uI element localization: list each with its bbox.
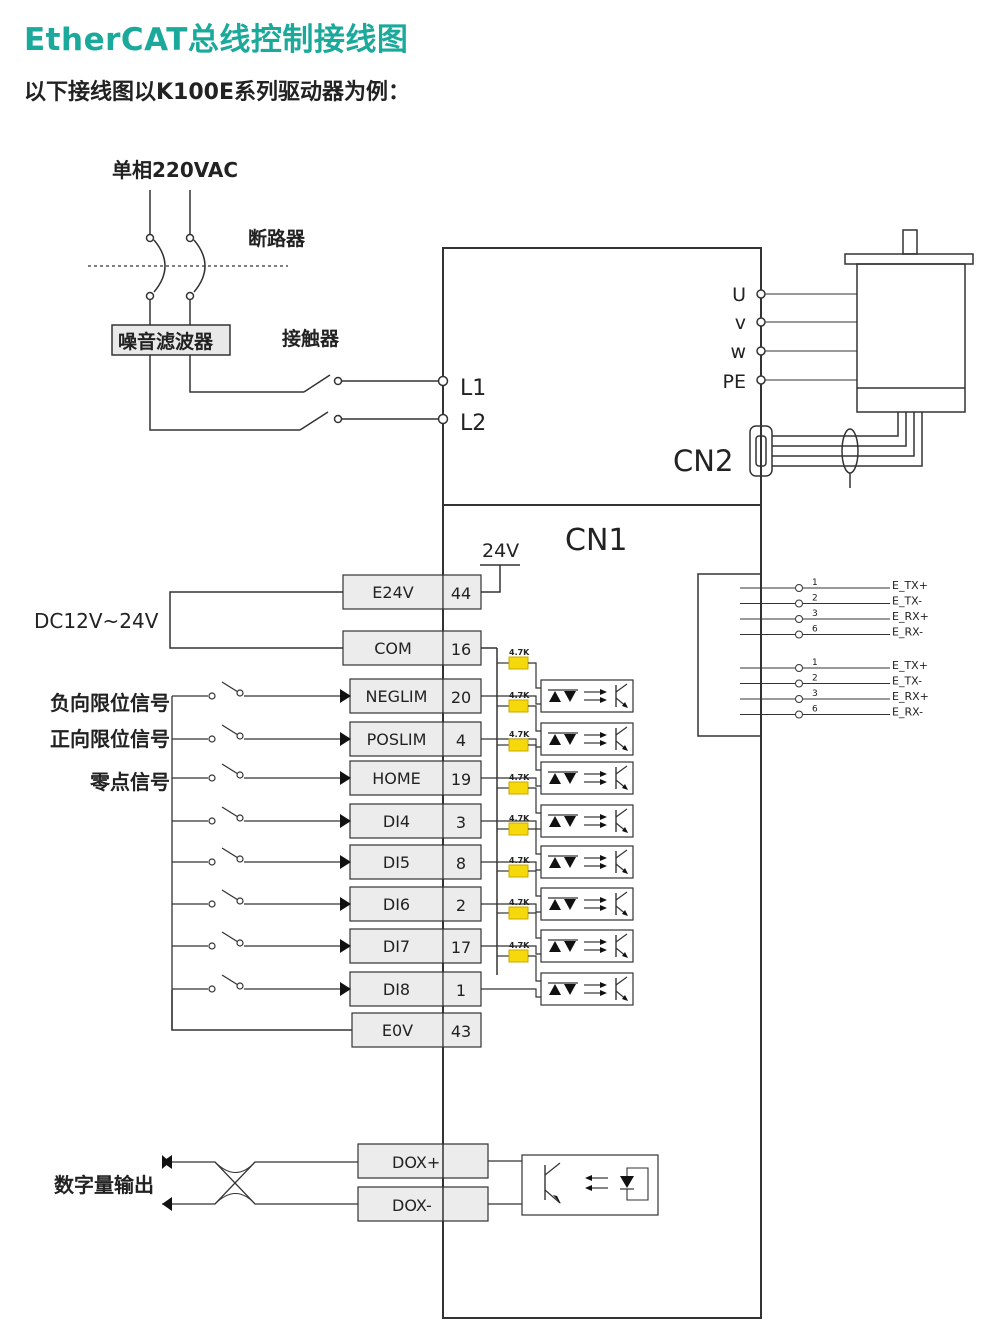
- ethercat-pin-number: 2: [812, 594, 818, 604]
- pin-name: POSLIM: [367, 730, 427, 749]
- resistor-label: 4.7K: [509, 773, 530, 782]
- pin-name: DI8: [383, 980, 410, 999]
- input-circuit-home: 4.7K: [172, 730, 634, 795]
- resistor-label: 4.7K: [509, 691, 530, 700]
- pin-name: DI4: [383, 812, 410, 831]
- pin-number: 4: [456, 731, 466, 750]
- ethercat-signal-label: E_TX+: [892, 659, 928, 672]
- cn1-pin-di8: DI8 1: [349, 971, 482, 1007]
- cn1-pin-com: COM 16: [342, 630, 482, 666]
- home-signal-label: 零点信号: [89, 770, 170, 794]
- ethercat-signal-label: E_RX-: [892, 626, 923, 639]
- ethercat-pin-number: 6: [812, 705, 818, 715]
- resistor-label: 4.7K: [509, 898, 530, 907]
- pin-number: 17: [451, 938, 471, 957]
- cn1-pin-di4: DI4 3: [349, 803, 482, 839]
- input-circuit-di7: 4.7K: [172, 898, 634, 963]
- cn1-pin-e0v: E0V 43: [351, 1012, 482, 1048]
- ethercat-port-box: [697, 573, 762, 737]
- terminal-u-label: U: [732, 284, 746, 306]
- cn1-pin-poslim: POSLIM 4: [349, 721, 482, 757]
- ethercat-signal-label: E_RX+: [892, 610, 929, 623]
- ethercat-signal-label: E_TX+: [892, 579, 928, 592]
- ethercat-pin-number: 1: [812, 658, 818, 668]
- ethercat-pin-number: 3: [812, 689, 818, 699]
- ethercat-port-1: 1 E_TX+ 2 E_TX- 3 E_RX+ 6 E_RX-: [740, 578, 929, 639]
- resistor-label: 4.7K: [509, 941, 530, 950]
- pin-number: 3: [456, 813, 466, 832]
- pin-name: DI7: [383, 937, 410, 956]
- page-subtitle: 以下接线图以K100E系列驱动器为例：: [24, 80, 411, 105]
- pin-number: 44: [451, 584, 471, 603]
- ethercat-port-2: 1 E_TX+ 2 E_TX- 3 E_RX+ 6 E_RX-: [740, 658, 929, 719]
- pin-number: 2: [456, 896, 466, 915]
- input-circuit-di4: 4.7K: [172, 773, 634, 838]
- pin-number: 19: [451, 770, 471, 789]
- cn1-pin-home: HOME 19: [349, 760, 482, 796]
- cn1-pin-e24v: E24V 44: [342, 574, 482, 610]
- pin-name: DI6: [383, 895, 410, 914]
- ethercat-signal-label: E_TX-: [892, 675, 922, 688]
- resistor-label: 4.7K: [509, 856, 530, 865]
- input-circuit-poslim: 4.7K: [172, 691, 634, 756]
- terminal-l2-label: L2: [460, 411, 486, 436]
- pin-name: E24V: [372, 583, 413, 602]
- pin-number: 16: [451, 640, 471, 659]
- contactor-label: 接触器: [282, 327, 340, 350]
- terminal-l1-label: L1: [460, 376, 486, 401]
- input-circuit-neglim: 4.7K: [172, 648, 634, 713]
- cn1-pin-di7: DI7 17: [349, 928, 482, 964]
- terminal-pe-label: PE: [723, 371, 746, 393]
- resistor-label: 4.7K: [509, 814, 530, 823]
- servo-motor: [749, 229, 974, 488]
- dc-voltage-label: DC12V~24V: [34, 609, 159, 633]
- pin-name: DI5: [383, 853, 410, 872]
- pin-name: COM: [374, 639, 412, 658]
- ethercat-pin-number: 1: [812, 578, 818, 588]
- noise-filter-box: [111, 324, 231, 356]
- pin-number: 20: [451, 688, 471, 707]
- digital-output-label: 数字量输出: [54, 1173, 154, 1197]
- page-title: EtherCAT总线控制接线图: [24, 22, 409, 58]
- ethercat-pin-number: 6: [812, 625, 818, 635]
- supply-wiring: [169, 564, 520, 1031]
- positive-limit-signal-label: 正向限位信号: [50, 727, 170, 751]
- cn1-pin-di5: DI5 8: [349, 844, 482, 880]
- ethercat-pin-number: 2: [812, 674, 818, 684]
- filter-label: 噪音滤波器: [118, 330, 214, 353]
- pin-name: NEGLIM: [366, 687, 428, 706]
- ethercat-signal-label: E_TX-: [892, 595, 922, 608]
- input-circuit-di8: 4.7K: [172, 941, 634, 1006]
- resistor-label: 4.7K: [509, 648, 530, 657]
- resistor-label: 4.7K: [509, 730, 530, 739]
- pin-number: 1: [456, 981, 466, 1000]
- power-input-wiring: [88, 190, 440, 431]
- cn2-label: CN2: [673, 444, 733, 478]
- pin-name: HOME: [372, 769, 421, 788]
- terminal-v-label: v: [735, 312, 746, 334]
- input-circuit-di6: 4.7K: [172, 856, 634, 921]
- v24-label: 24V: [482, 540, 519, 562]
- negative-limit-signal-label: 负向限位信号: [50, 691, 170, 715]
- terminal-w-label: w: [730, 341, 746, 363]
- input-circuit-di5: 4.7K: [172, 814, 634, 879]
- supply-label: 单相220VAC: [112, 158, 238, 182]
- ethercat-signal-label: E_RX+: [892, 690, 929, 703]
- cn1-label: CN1: [565, 523, 627, 558]
- cn1-pin-di6: DI6 2: [349, 886, 482, 922]
- ethercat-signal-label: E_RX-: [892, 706, 923, 719]
- pin-name: E0V: [382, 1021, 413, 1040]
- digital-output-circuit: [162, 1143, 659, 1222]
- breaker-label: 断路器: [248, 227, 306, 250]
- cn1-pin-neglim: NEGLIM 20: [349, 678, 482, 714]
- pin-number: 8: [456, 854, 466, 873]
- pin-number: 43: [451, 1022, 471, 1041]
- ethercat-pin-number: 3: [812, 609, 818, 619]
- dox-plus-label: DOX+: [392, 1153, 440, 1172]
- dox-minus-label: DOX-: [392, 1196, 432, 1215]
